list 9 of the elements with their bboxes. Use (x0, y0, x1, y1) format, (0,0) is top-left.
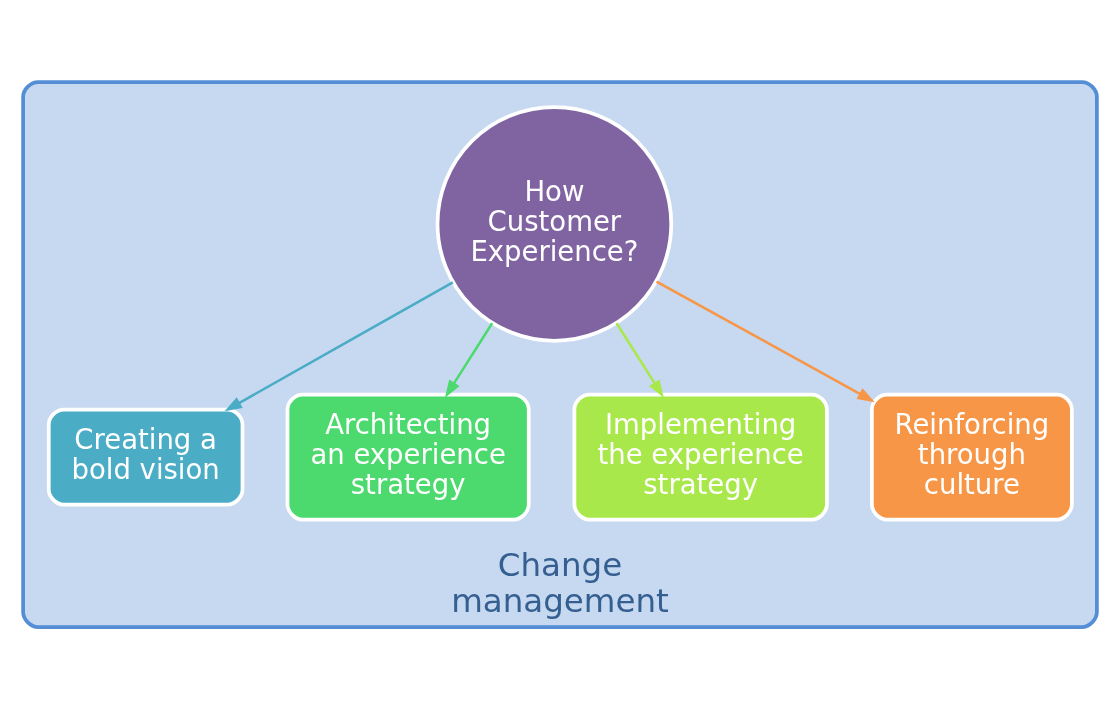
node-box: Creating a bold vision (46, 407, 245, 506)
arrow (615, 322, 664, 398)
node-box: Implementing the experience strategy (572, 392, 829, 521)
arrow (655, 279, 875, 402)
node-box: Architecting an experience strategy (285, 392, 531, 521)
node-box: Reinforcing through culture (870, 392, 1074, 521)
arrow (224, 280, 454, 411)
arrow (444, 322, 494, 398)
node-circle: How Customer Experience? (435, 104, 674, 343)
